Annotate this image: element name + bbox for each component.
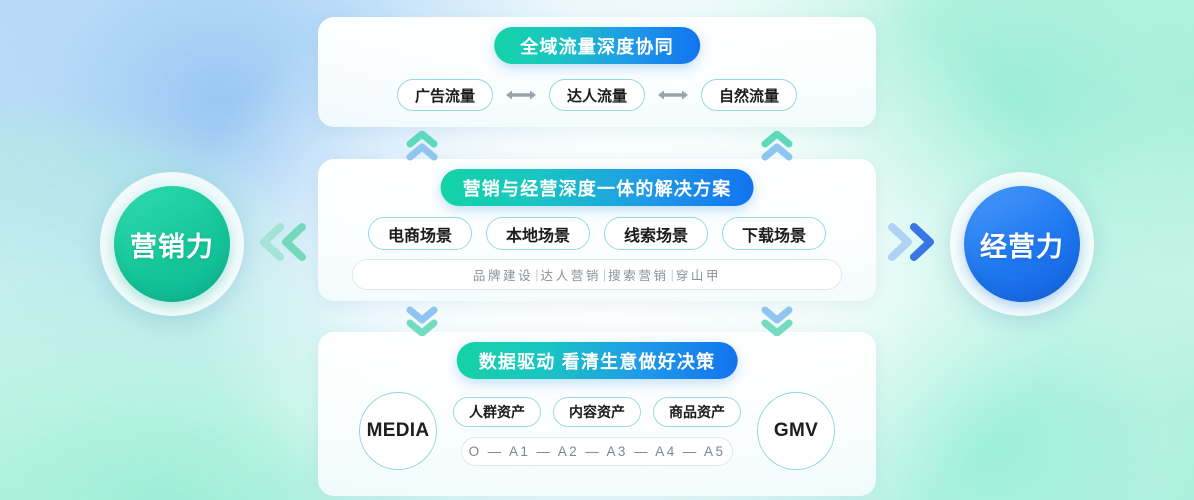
asset-pill-audience[interactable]: 人群资产 [453, 396, 541, 427]
scene-pill-local[interactable]: 本地场景 [485, 217, 590, 250]
operation-power-orb-label: 经营力 [964, 186, 1080, 302]
chevron-down-double-icon-right [760, 306, 794, 341]
panel-data-content-row: MEDIA 人群资产 内容资产 商品资产 O — A1 — A2 — A3 — … [318, 392, 876, 470]
operation-power-orb[interactable]: 经营力 [950, 172, 1094, 316]
center-panel-stack: 全域流量深度协同 广告流量 达人流量 自然流量 [318, 17, 876, 496]
chevron-down-double-icon-left [405, 306, 439, 341]
subtag-pangle[interactable]: 穿山甲 [675, 269, 722, 283]
chevron-right-double-icon [884, 222, 936, 262]
subtag-separator-1: | [535, 267, 539, 282]
panel-solution: 营销与经营深度一体的解决方案 电商场景 本地场景 线索场景 下载场景 品牌建设 … [318, 159, 876, 301]
panel-data-title: 数据驱动 看清生意做好决策 [456, 342, 738, 379]
marketing-power-orb-ring: 营销力 [100, 172, 244, 316]
assets-row: 人群资产 内容资产 商品资产 [453, 396, 741, 427]
assets-group: 人群资产 内容资产 商品资产 O — A1 — A2 — A3 — A4 — A… [453, 396, 741, 466]
subtag-separator-3: | [670, 267, 674, 282]
traffic-pill-creator[interactable]: 达人流量 [548, 79, 645, 111]
panel-solution-scene-row: 电商场景 本地场景 线索场景 下载场景 [318, 217, 876, 250]
scene-pill-leads[interactable]: 线索场景 [604, 217, 709, 250]
panel-data: 数据驱动 看清生意做好决策 MEDIA 人群资产 内容资产 商品资产 O — A… [318, 332, 876, 496]
chevron-up-double-icon-right [760, 130, 794, 166]
marketing-power-orb[interactable]: 营销力 [100, 172, 244, 316]
subtag-search[interactable]: 搜索营销 [608, 269, 669, 283]
subtag-bar: 品牌建设 | 达人营销 | 搜索营销 | 穿山甲 [352, 259, 842, 290]
scene-pill-download[interactable]: 下载场景 [722, 217, 827, 250]
chevron-left-double-icon [258, 222, 310, 262]
chevron-up-double-icon-left [405, 130, 439, 166]
panel-traffic-title: 全域流量深度协同 [494, 27, 700, 64]
gmv-circle[interactable]: GMV [757, 392, 835, 470]
operation-power-orb-ring: 经营力 [950, 172, 1094, 316]
double-headed-arrow-icon-2 [656, 88, 690, 102]
asset-pill-content[interactable]: 内容资产 [553, 396, 641, 427]
subtag-brand[interactable]: 品牌建设 [472, 269, 534, 283]
subtag-separator-2: | [602, 267, 607, 282]
panel-traffic: 全域流量深度协同 广告流量 达人流量 自然流量 [318, 17, 876, 127]
traffic-pill-organic[interactable]: 自然流量 [701, 79, 798, 111]
panel-solution-title: 营销与经营深度一体的解决方案 [440, 169, 754, 206]
scene-pill-ecommerce[interactable]: 电商场景 [367, 217, 472, 250]
media-circle[interactable]: MEDIA [359, 392, 437, 470]
panel-solution-subtag-row: 品牌建设 | 达人营销 | 搜索营销 | 穿山甲 [318, 259, 876, 290]
traffic-pill-ad[interactable]: 广告流量 [396, 79, 493, 111]
asset-pill-product[interactable]: 商品资产 [653, 396, 741, 427]
marketing-power-orb-label: 营销力 [114, 186, 230, 302]
funnel-bar: O — A1 — A2 — A3 — A4 — A5 [461, 436, 733, 466]
panel-traffic-pill-row: 广告流量 达人流量 自然流量 [318, 79, 876, 111]
double-headed-arrow-icon-1 [504, 88, 538, 102]
subtag-creator[interactable]: 达人营销 [540, 269, 601, 283]
